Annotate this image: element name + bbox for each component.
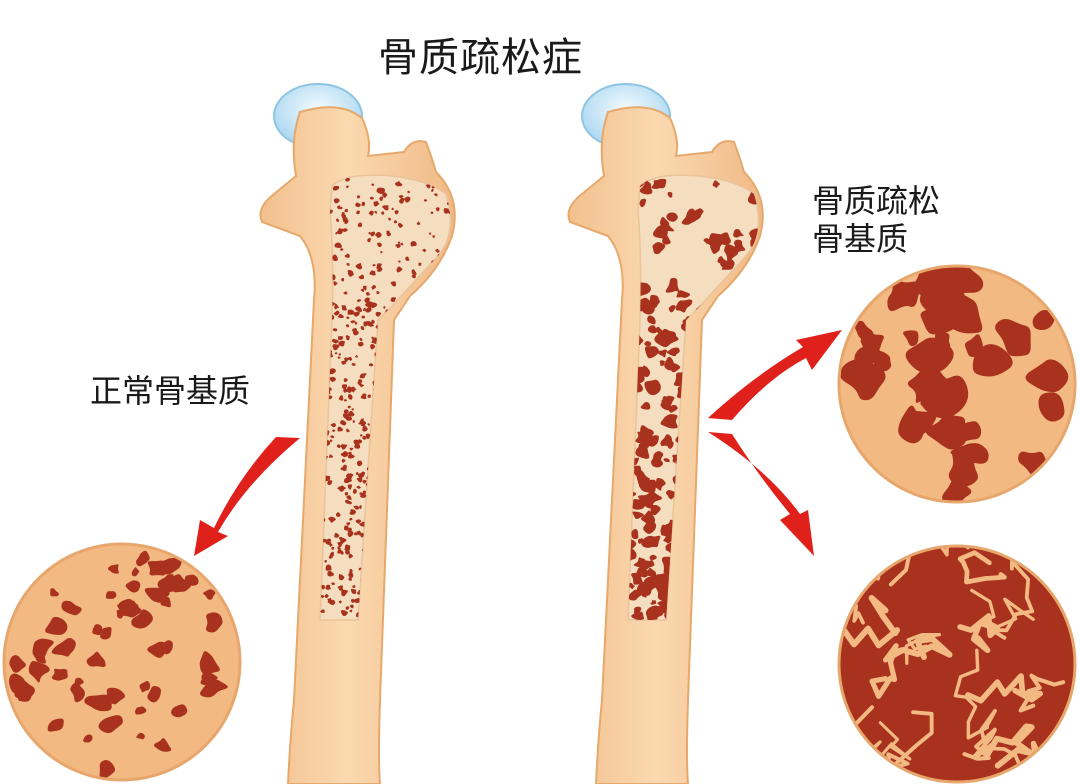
osteoporotic-matrix-label-line1: 骨质疏松 bbox=[812, 182, 941, 220]
red-arrow-icon bbox=[708, 330, 842, 420]
normal-femur-illustration bbox=[259, 83, 456, 784]
normal-matrix-label: 正常骨基质 bbox=[90, 372, 251, 410]
osteoporotic-femur-illustration bbox=[567, 83, 764, 784]
severe-osteoporotic-bone-matrix-circle bbox=[837, 544, 1077, 784]
normal-bone-matrix-circle bbox=[2, 542, 242, 782]
red-arrow-icon bbox=[194, 437, 300, 556]
osteoporotic-bone-matrix-circle bbox=[837, 264, 1077, 504]
diagram-title: 骨质疏松症 bbox=[378, 35, 583, 81]
red-arrow-icon bbox=[708, 432, 814, 556]
osteoporotic-matrix-label-line2: 骨基质 bbox=[812, 220, 909, 258]
